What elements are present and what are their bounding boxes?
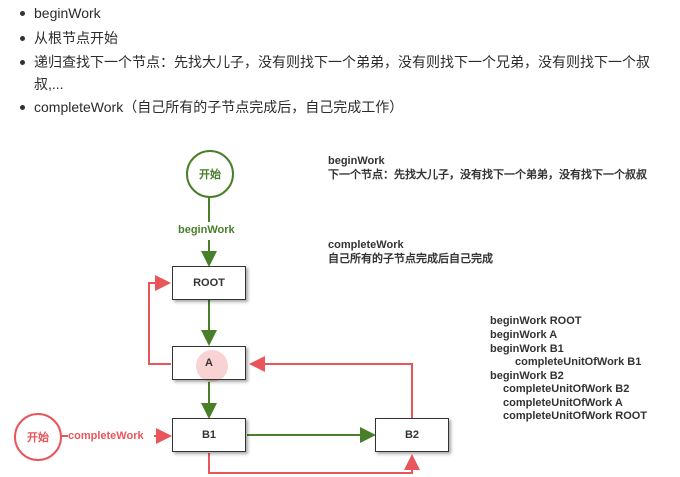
node-b1: B1 (172, 418, 246, 452)
note-begin-body: 下一个节点：先找大儿子，没有找下一个弟弟，没有找下一个叔叔 (328, 169, 647, 181)
bullet-dot (20, 60, 25, 65)
diagram-edges (61, 197, 420, 474)
fiber-work-diagram: 开始 beginWork ROOT A B1 B2 开始 completeWor… (0, 130, 680, 477)
list-item-text: completeWork（自己所有的子节点完成后，自己完成工作） (34, 99, 404, 115)
complete-work-label: completeWork (68, 430, 144, 442)
edge-b2-to-a (249, 356, 413, 418)
node-a: A (172, 346, 246, 380)
sequence-line: beginWork A (490, 329, 558, 341)
sequence-line: completeUnitOfWork A (503, 397, 623, 409)
cursor-highlight (196, 350, 228, 382)
start-node-top: 开始 (186, 150, 234, 198)
bullet-dot (20, 105, 25, 110)
start-node-left: 开始 (14, 413, 62, 461)
begin-work-label: beginWork (178, 224, 235, 236)
node-b2: B2 (375, 418, 449, 452)
sequence-line: completeUnitOfWork B1 (515, 356, 642, 368)
sequence-line: beginWork ROOT (490, 315, 582, 327)
sequence-line: beginWork B2 (490, 370, 564, 382)
node-root: ROOT (172, 266, 246, 300)
edge-a-to-root (148, 275, 171, 365)
sequence-line: completeUnitOfWork B2 (503, 383, 630, 395)
list-item-text: 递归查找下一个节点：先找大儿子，没有则找下一个弟弟，没有则找下一个兄弟，没有则找… (34, 54, 650, 92)
list-item-text: beginWork (34, 5, 101, 21)
sequence-line: completeUnitOfWork ROOT (503, 410, 648, 422)
note-complete-title: completeWork (328, 239, 404, 251)
bullet-dot (20, 11, 25, 16)
list-item-text: 从根节点开始 (34, 30, 118, 46)
sequence-line: beginWork B1 (490, 343, 564, 355)
note-begin-title: beginWork (328, 155, 385, 167)
bullet-dot (20, 36, 25, 41)
note-complete-body: 自己所有的子节点完成后自己完成 (328, 253, 493, 265)
edge-b1-to-b2-return (208, 453, 420, 474)
